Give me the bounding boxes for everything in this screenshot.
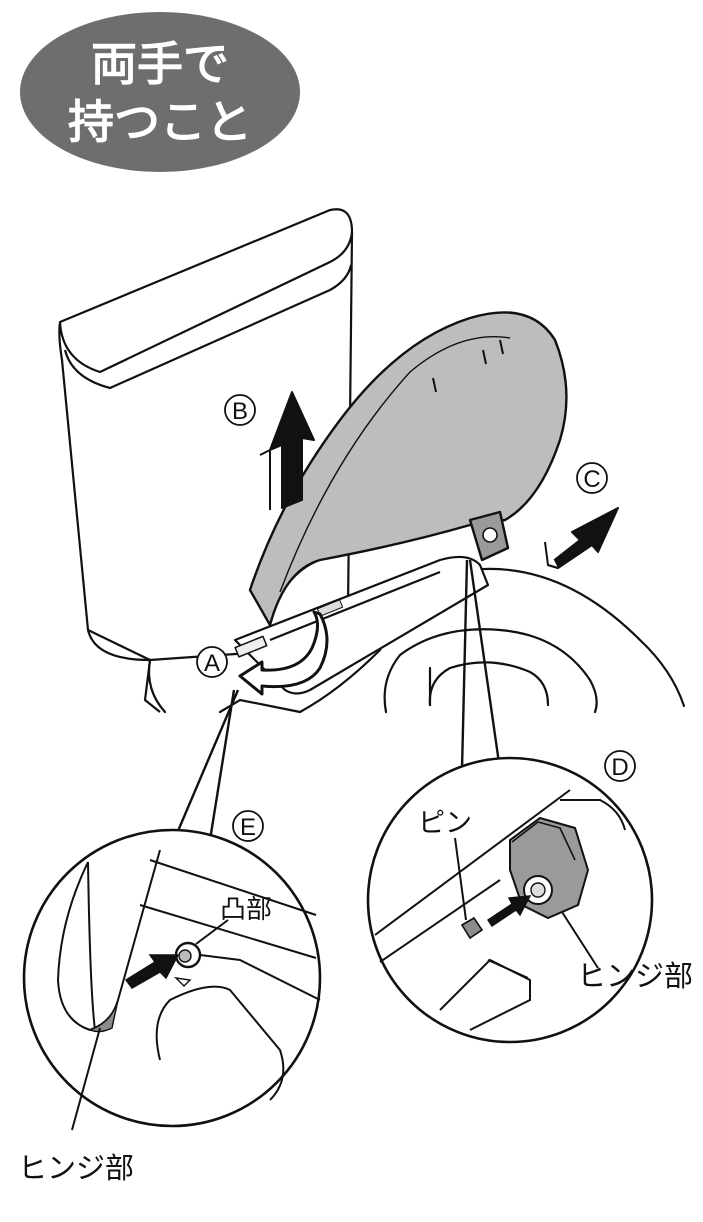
toilet-lid — [248, 311, 568, 627]
detail-circle-e — [22, 828, 322, 1128]
badge-line-2: 持つこと — [68, 95, 252, 149]
two-hands-badge: 両手で 持つこと — [20, 12, 300, 172]
step-c-letter: C — [583, 466, 600, 493]
hinge-left-label: ヒンジ部 — [18, 1151, 134, 1185]
boss-label: 凸部 — [220, 895, 272, 925]
callout-lines — [173, 559, 502, 841]
pin-label: ピン — [418, 808, 472, 839]
badge-ellipse — [20, 12, 300, 172]
step-b-marker: B — [224, 394, 256, 426]
step-e-letter: E — [240, 814, 256, 841]
arrow-a — [238, 610, 329, 696]
hinge-right-label: ヒンジ部 — [577, 959, 693, 993]
step-e-marker: E — [232, 810, 264, 842]
step-a-marker: A — [196, 646, 228, 678]
step-a-letter: A — [204, 650, 220, 677]
arrow-c — [544, 507, 619, 569]
badge-line-1: 両手で — [91, 37, 229, 91]
arrow-b — [259, 391, 315, 510]
step-b-letter: B — [232, 398, 248, 425]
step-d-letter: D — [611, 754, 628, 781]
step-d-marker: D — [604, 750, 636, 782]
detail-circle-d — [366, 756, 654, 1044]
hinge-left-leader — [71, 1027, 101, 1131]
step-c-marker: C — [576, 462, 608, 494]
